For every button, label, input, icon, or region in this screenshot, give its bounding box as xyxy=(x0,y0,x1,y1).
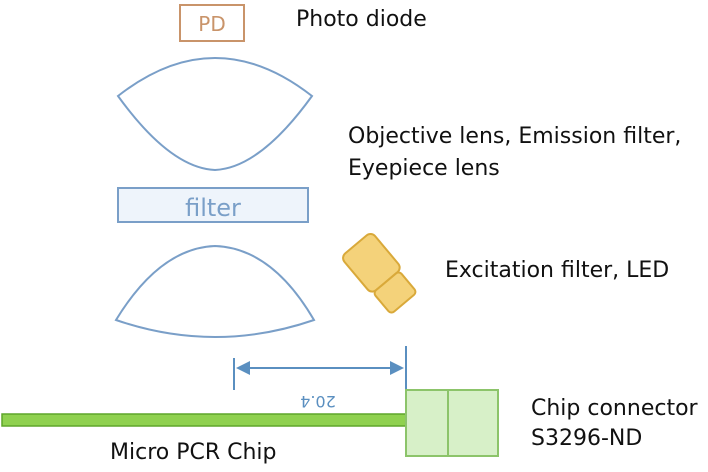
lower-lens-shape xyxy=(114,244,316,338)
objective-lens-label-line2: Eyepiece lens xyxy=(348,156,500,181)
objective-lens-label-line1: Objective lens, Emission filter, xyxy=(348,124,682,149)
filter-box-label: filter xyxy=(185,194,241,222)
objective-lens-shape xyxy=(116,57,314,172)
pd-box-label: PD xyxy=(198,12,225,36)
filter-box: filter xyxy=(117,187,309,223)
photo-diode-label: Photo diode xyxy=(296,7,427,32)
dimension-arrow: 20.4 xyxy=(233,346,407,411)
chip-connector-label-line1: Chip connector xyxy=(531,396,698,421)
chip-connector xyxy=(405,389,499,457)
micro-pcr-chip xyxy=(1,413,407,427)
led-icon xyxy=(342,232,417,314)
dimension-label: 20.4 xyxy=(300,392,336,411)
photo-diode-box: PD xyxy=(179,4,245,42)
micro-pcr-chip-label: Micro PCR Chip xyxy=(110,440,277,465)
excitation-label: Excitation filter, LED xyxy=(445,258,670,283)
chip-connector-label-line2: S3296-ND xyxy=(531,426,643,451)
